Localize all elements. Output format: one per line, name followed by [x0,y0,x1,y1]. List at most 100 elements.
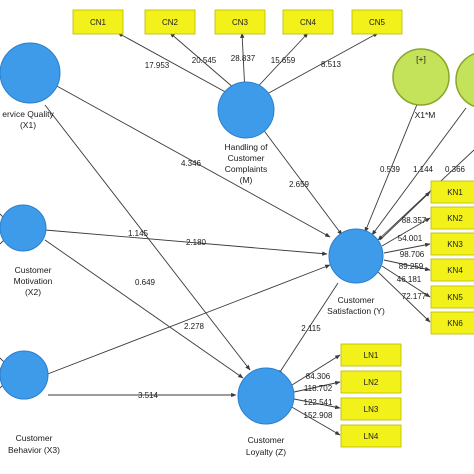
path-mod2-y: 1.144 [413,165,434,174]
loading-kn5: 46.181 [397,275,422,284]
edge-y-kn6 [377,271,431,323]
loading-kn3: 98.706 [400,250,425,259]
construct-x3[interactable] [0,350,49,400]
loading-kn4: 89.259 [399,262,424,271]
indicator-ln1: LN1 [364,351,379,360]
path-x2-y: 2.180 [186,238,207,247]
indicator-cn3-box[interactable] [214,9,266,35]
construct-x2-label-line2: Motivation [14,276,53,286]
construct-z[interactable] [237,367,295,425]
path-y-z: 2.115 [301,324,321,333]
loading-ln2: 118.702 [304,384,333,393]
indicator-cn5-box[interactable] [351,9,403,35]
edge-x1-z [44,104,251,371]
construct-mod1-caption: X1*M [415,110,436,120]
edge-x1-y [54,84,331,238]
indicator-kn2: KN2 [447,214,463,223]
indicator-ln3-box[interactable] [340,397,402,421]
construct-x2-label-line3: (X2) [25,287,41,297]
edge-y-z [277,282,339,376]
edge-x2-z [44,239,244,379]
indicator-kn1-box[interactable] [430,180,474,204]
indicator-kn3-box[interactable] [430,232,474,256]
path-x2-z: 0.649 [135,278,156,287]
indicator-kn5-box[interactable] [430,285,474,309]
indicator-cn1: CN1 [90,18,107,27]
loading-ln3: 122.541 [304,398,333,407]
edge-y-kn3 [383,242,431,254]
indicator-kn5: KN5 [447,293,463,302]
edge-y-kn1 [379,191,431,241]
construct-x1[interactable] [0,42,61,104]
construct-y[interactable] [328,228,384,284]
indicator-ln4: LN4 [364,432,379,441]
edge-mod2-y [371,107,467,236]
construct-m-label-line3: Complaints [225,164,268,174]
construct-x2[interactable] [0,204,47,252]
indicator-kn3: KN3 [447,240,463,249]
indicator-cn1-box[interactable] [72,9,124,35]
edge-m-cn1 [117,32,241,101]
edge-m-cn2 [169,32,243,96]
indicator-cn5: CN5 [369,18,386,27]
loading-cn3: 28.837 [231,54,256,63]
path-x1-z: 1.145 [128,229,149,238]
construct-m-label-line4: (M) [240,175,253,185]
construct-y-label-line1: Customer [338,295,375,305]
indicator-kn1: KN1 [447,188,463,197]
indicator-ln2-box[interactable] [340,370,402,394]
construct-x1-label-line2: (X1) [20,120,36,130]
indicator-ln4-box[interactable] [340,424,402,448]
indicator-cn4: CN4 [300,18,317,27]
loading-kn1: 88.357 [402,216,427,225]
construct-z-label-line1: Customer [248,435,285,445]
edge-y-kn2 [381,217,431,247]
edge-z-ln4 [289,405,341,436]
construct-m-label-line2: Customer [228,153,265,163]
path-x3-y: 2.278 [184,322,205,331]
construct-mod1-symbol: [+] [416,54,426,64]
edge-z-ln2 [293,380,341,393]
edge-m-cn5 [255,32,379,101]
indicator-cn2-box[interactable] [144,9,196,35]
edge-z-ln3 [293,398,341,410]
indicator-ln3: LN3 [364,405,379,414]
loading-cn4: 15.659 [271,56,296,65]
indicator-ln2: LN2 [364,378,379,387]
indicator-cn4-box[interactable] [282,9,334,35]
path-x3-z: 3.514 [138,391,159,400]
loading-ln4: 152.908 [304,411,333,420]
indicator-ln1-box[interactable] [340,343,402,367]
path-m-y: 2.659 [289,180,310,189]
construct-m-label-line1: Handling of [224,142,268,152]
construct-m[interactable] [217,81,275,139]
loading-kn6: 72.177 [402,292,427,301]
indicator-kn4-box[interactable] [430,258,474,282]
path-mod3-y: 0.366 [445,165,466,174]
loading-cn5: 8.513 [321,60,342,69]
edge-x2-y [44,229,328,256]
indicator-kn4: KN4 [447,266,463,275]
edge-m-cn4 [249,32,309,96]
loading-ln1: 84.306 [306,372,331,381]
edge-mod1-y [364,101,419,233]
indicator-kn6: KN6 [447,319,463,328]
path-x1-y: 4.346 [181,159,202,168]
indicator-cn2: CN2 [162,18,179,27]
construct-x1-label-line1: ervice Quality [2,109,54,119]
construct-mod1[interactable] [392,48,450,106]
construct-x3-label-line2: Behavior (X3) [8,445,60,455]
construct-x3-label-line1: Customer [16,433,53,443]
loading-cn2: 20.545 [192,56,217,65]
loading-cn1: 17.953 [145,61,170,70]
construct-mod2[interactable] [455,52,474,108]
construct-x2-label-line1: Customer [15,265,52,275]
edge-y-kn4 [383,259,431,272]
path-mod1-y: 0.539 [380,165,401,174]
construct-y-label-line2: Satisfaction (Y) [327,306,385,316]
indicator-kn6-box[interactable] [430,311,474,335]
edge-z-ln1 [291,354,341,386]
indicator-kn2-box[interactable] [430,206,474,230]
